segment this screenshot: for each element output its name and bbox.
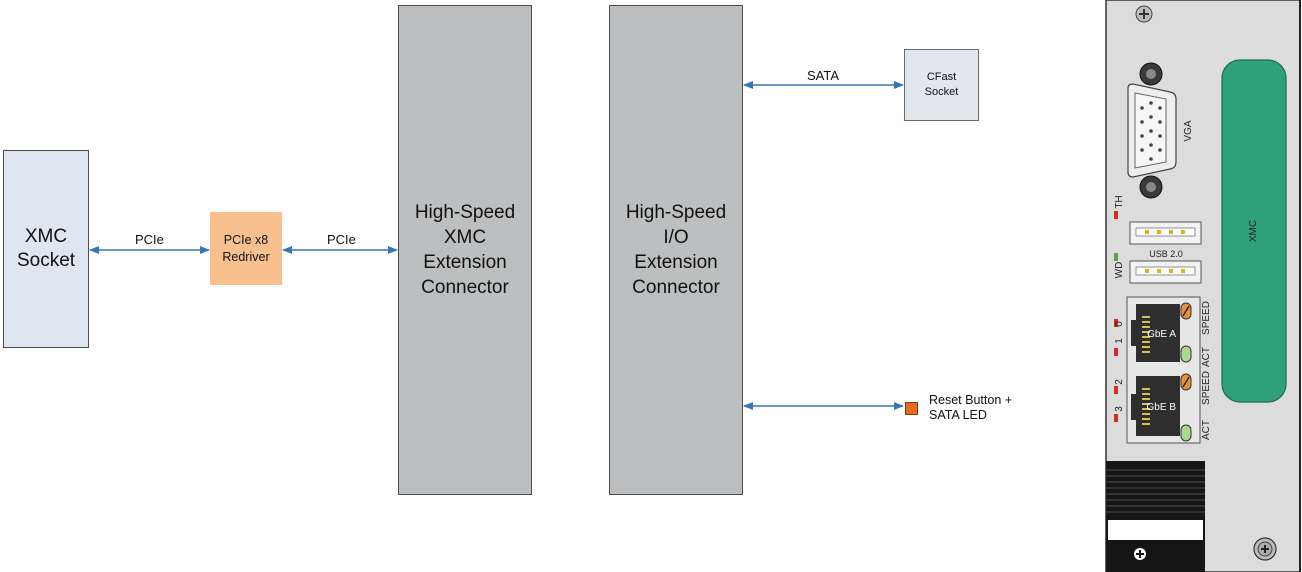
- xmc-slot-opening: [1221, 59, 1287, 403]
- led-2-label: 2: [1114, 379, 1125, 385]
- gbe-b-label: GbE B: [1147, 402, 1177, 413]
- act-b-label: ACT: [1201, 420, 1212, 440]
- speed-b-label: SPEED: [1201, 371, 1212, 405]
- pcie-left-label: PCIe: [135, 232, 164, 247]
- gbe-b-port-icon: [1131, 376, 1180, 436]
- wd-led-label: WD: [1114, 262, 1125, 279]
- led-0-label: 0: [1114, 321, 1125, 327]
- reset-button-label: Reset Button + SATA LED: [929, 393, 1013, 422]
- xmc-socket-block: XMC Socket: [3, 150, 89, 348]
- gbe-a-port-icon: [1131, 304, 1180, 362]
- vga-label: VGA: [1183, 120, 1194, 141]
- pcie-redriver-block: PCIe x8 Redriver: [210, 212, 282, 285]
- sata-label: SATA: [807, 68, 840, 83]
- cfast-socket-block: CFast Socket: [904, 49, 979, 121]
- top-screw-icon: [1135, 5, 1153, 23]
- reset-button-square-icon: [905, 402, 918, 415]
- act-a-label: ACT: [1201, 347, 1212, 367]
- speed-a-label: SPEED: [1201, 301, 1212, 335]
- vga-connector-icon: [1127, 83, 1177, 178]
- pcie-right-label: PCIe: [327, 232, 356, 247]
- led-1-label: 1: [1114, 338, 1125, 344]
- led-3-label: 3: [1114, 406, 1125, 412]
- bottom-screw-icon: [1253, 537, 1277, 561]
- usb-label: USB 2.0: [1149, 249, 1183, 259]
- gbe-a-label: GbE A: [1147, 329, 1176, 340]
- io-extension-connector-block: High-Speed I/O Extension Connector: [609, 5, 743, 495]
- th-led-label: TH: [1114, 195, 1125, 208]
- rj45-led-icon: [1180, 302, 1192, 442]
- status-led-icon: [1114, 211, 1118, 422]
- usb-port-icon: [1129, 221, 1202, 284]
- vga-standoff-icon: [1139, 62, 1163, 199]
- xmc-extension-connector-block: High-Speed XMC Extension Connector: [398, 5, 532, 495]
- xmc-panel-label: XMC: [1248, 220, 1259, 242]
- ejector-handle: [1106, 461, 1205, 572]
